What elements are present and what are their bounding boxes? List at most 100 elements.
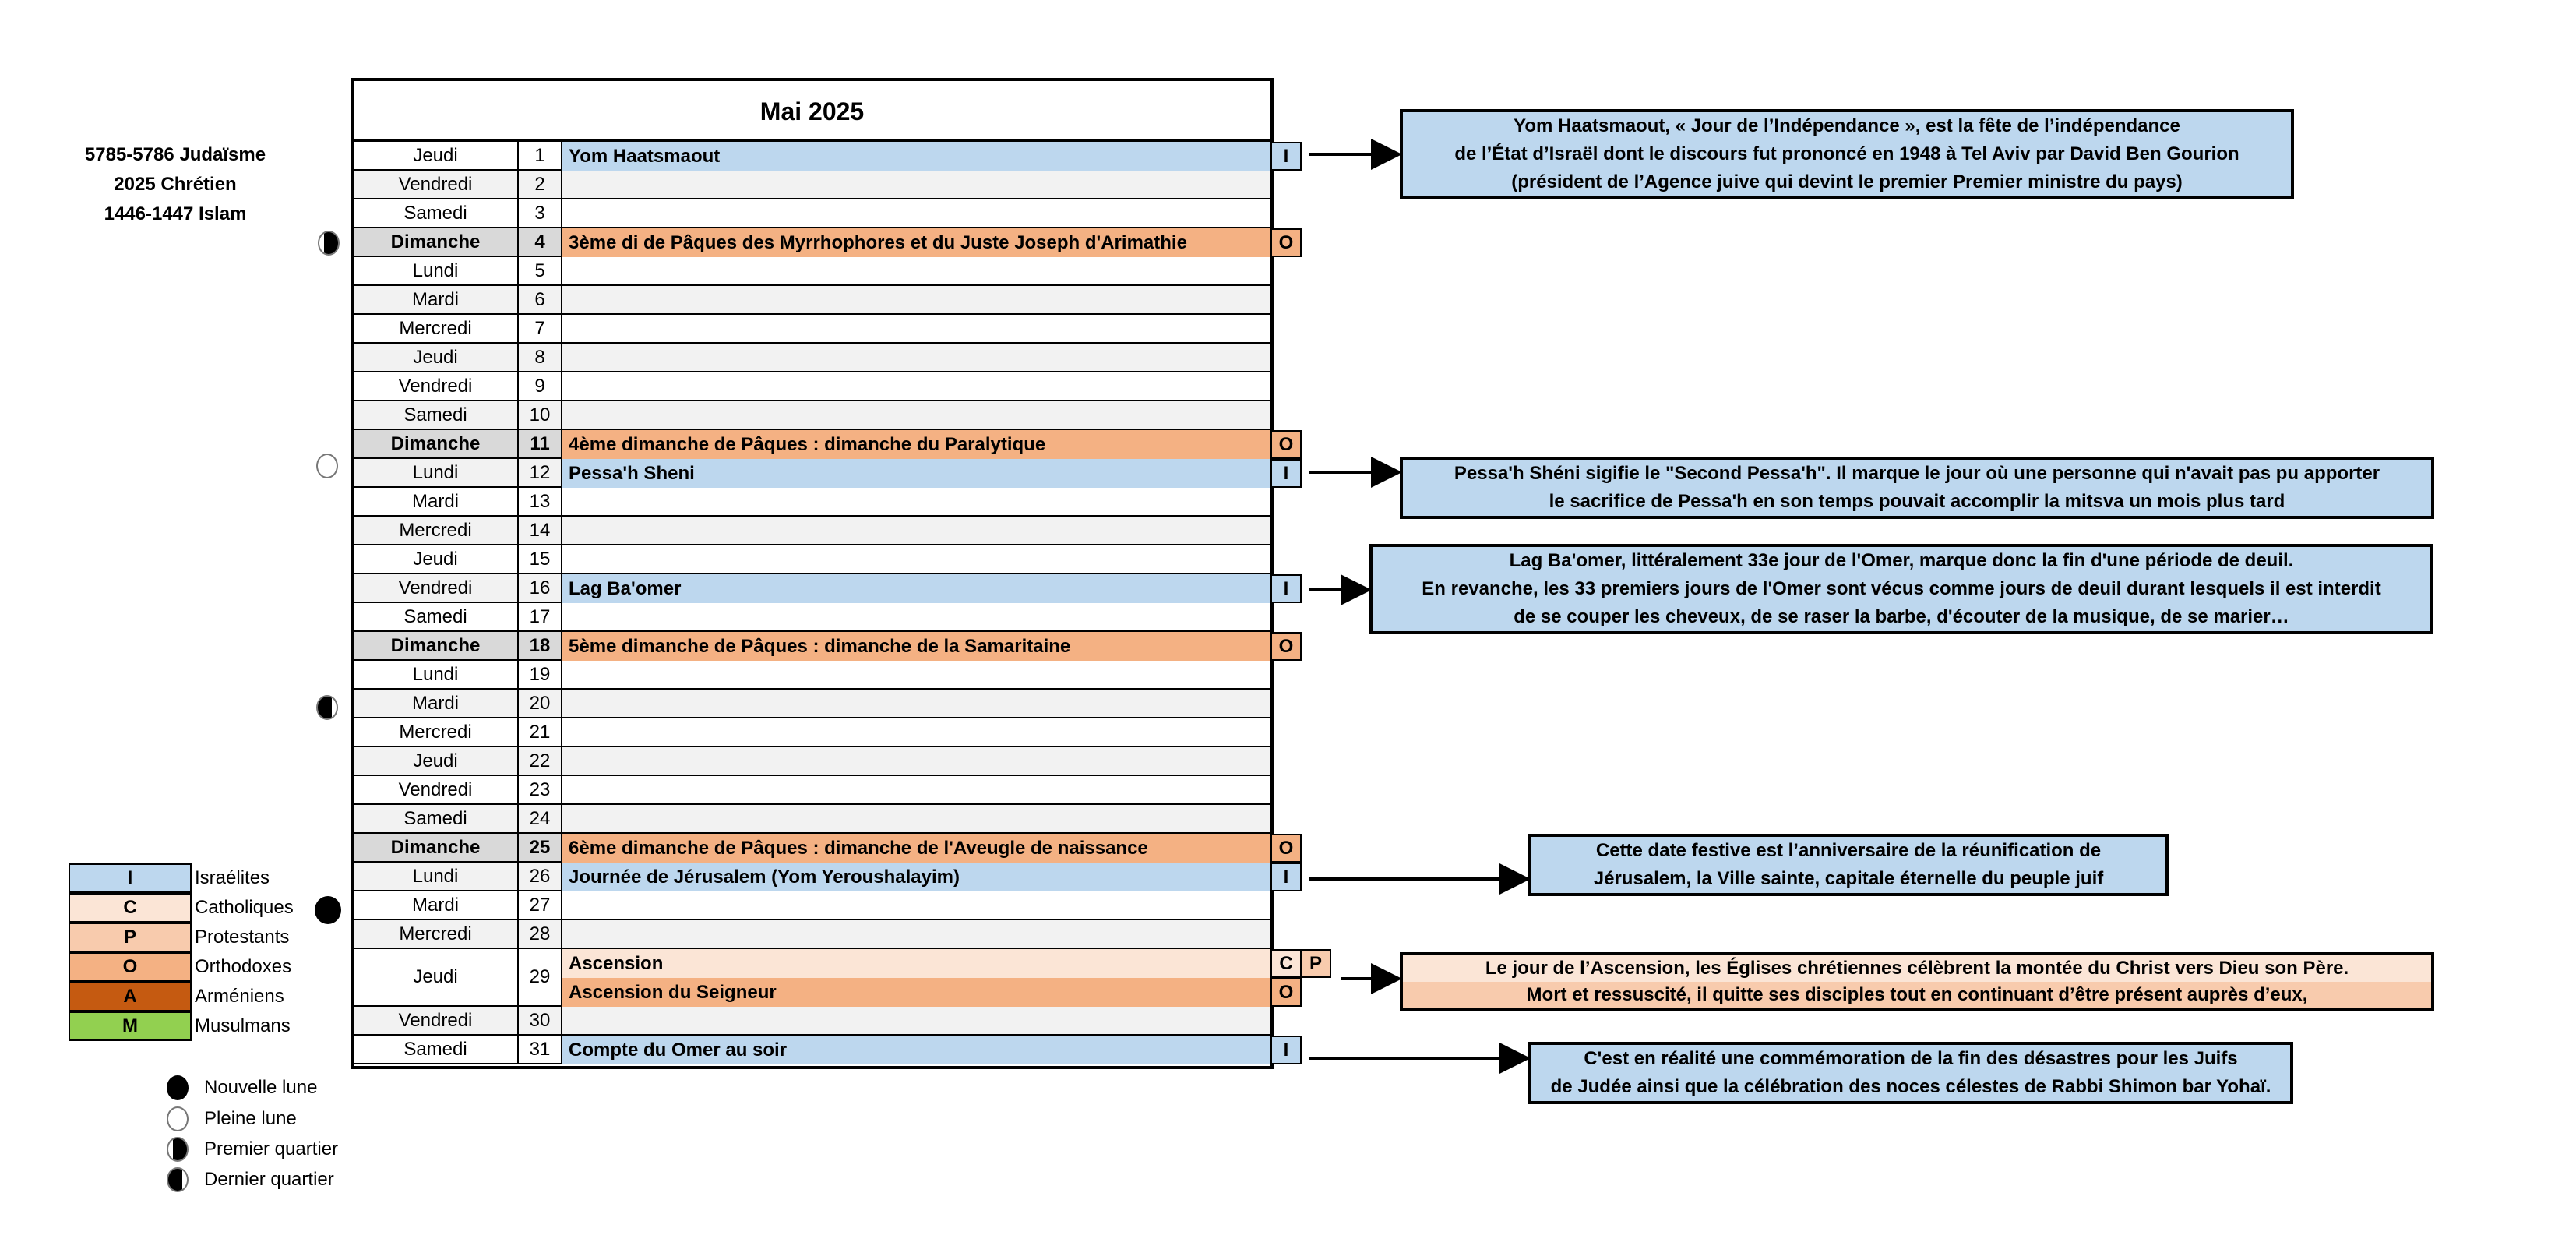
event-cell: 6ème dimanche de Pâques : dimanche de l'… xyxy=(562,834,1270,863)
community-tag: I xyxy=(1270,1036,1302,1064)
note-line: Cette date festive est l’anniversaire de… xyxy=(1595,840,2102,861)
day-name: Mercredi xyxy=(354,718,519,746)
day-name: Jeudi xyxy=(354,949,519,1005)
event-cell: 4ème dimanche de Pâques : dimanche du Pa… xyxy=(562,430,1270,459)
note-lag-baomer: Lag Ba'omer, littéralement 33e jour de l… xyxy=(1369,544,2433,634)
event-label: Ascension xyxy=(562,949,1270,978)
day-number: 22 xyxy=(519,747,562,775)
event-cell xyxy=(562,920,1270,948)
event-cell: Journée de Jérusalem (Yom Yeroushalayim) xyxy=(562,863,1270,891)
event-cell xyxy=(562,603,1270,630)
event-cell xyxy=(562,257,1270,284)
day-name: Mardi xyxy=(354,488,519,515)
first-quarter-moon-icon xyxy=(167,1137,189,1162)
day-name: Jeudi xyxy=(354,344,519,371)
legend-label: Catholiques xyxy=(195,897,294,918)
note-line: (président de l’Agence juive qui devint … xyxy=(1511,171,2183,192)
community-tag: O xyxy=(1270,632,1302,661)
day-number: 1 xyxy=(519,142,562,169)
day-name: Mercredi xyxy=(354,315,519,342)
day-number: 5 xyxy=(519,257,562,284)
event-label: 4ème dimanche de Pâques : dimanche du Pa… xyxy=(562,430,1270,459)
day-name: Lundi xyxy=(354,257,519,284)
event-cell xyxy=(562,661,1270,688)
day-name: Mardi xyxy=(354,690,519,717)
event-cell xyxy=(562,344,1270,371)
last-quarter-moon-icon xyxy=(167,1167,189,1192)
day-name: Vendredi xyxy=(354,171,519,198)
day-number: 17 xyxy=(519,603,562,630)
event-cell: 3ème di de Pâques des Myrrhophores et du… xyxy=(562,228,1270,257)
moon-legend-label: Pleine lune xyxy=(204,1108,297,1129)
note-pessah-sheni: Pessa'h Shéni sigifie le "Second Pessa'h… xyxy=(1400,457,2434,519)
day-name: Lundi xyxy=(354,863,519,890)
day-number: 7 xyxy=(519,315,562,342)
day-number: 3 xyxy=(519,199,562,227)
event-cell xyxy=(562,199,1270,227)
day-name: Samedi xyxy=(354,1036,519,1063)
event-cell: Pessa'h Sheni xyxy=(562,459,1270,488)
event-cell xyxy=(562,315,1270,342)
event-cell xyxy=(562,718,1270,746)
legend-code: I xyxy=(69,863,192,893)
community-tag: P xyxy=(1300,949,1331,978)
day-name: Jeudi xyxy=(354,142,519,169)
day-number: 11 xyxy=(519,430,562,457)
last-quarter-moon-icon xyxy=(316,695,338,720)
day-name: Mardi xyxy=(354,286,519,313)
day-number: 28 xyxy=(519,920,562,948)
event-cell xyxy=(562,372,1270,400)
day-name: Mercredi xyxy=(354,920,519,948)
event-label: Compte du Omer au soir xyxy=(562,1036,1270,1064)
day-number: 26 xyxy=(519,863,562,890)
day-name: Mardi xyxy=(354,891,519,919)
new-moon-icon xyxy=(315,896,341,924)
day-number: 14 xyxy=(519,517,562,544)
year-christian: 2025 Chrétien xyxy=(114,174,237,195)
day-name: Dimanche xyxy=(354,430,519,457)
note-jerusalem: Cette date festive est l’anniversaire de… xyxy=(1528,834,2169,896)
community-tag: I xyxy=(1270,863,1302,891)
day-name: Dimanche xyxy=(354,228,519,256)
moon-legend-full: Pleine lune xyxy=(167,1103,463,1135)
day-name: Jeudi xyxy=(354,545,519,573)
day-number: 30 xyxy=(519,1007,562,1034)
day-number: 16 xyxy=(519,574,562,602)
event-label: Pessa'h Sheni xyxy=(562,459,1270,488)
day-number: 21 xyxy=(519,718,562,746)
event-label: 3ème di de Pâques des Myrrhophores et du… xyxy=(562,228,1270,257)
calendar-title: Mai 2025 xyxy=(354,81,1270,142)
community-tag: O xyxy=(1270,228,1302,257)
day-number: 8 xyxy=(519,344,562,371)
day-name: Samedi xyxy=(354,199,519,227)
day-number: 10 xyxy=(519,401,562,429)
day-name: Samedi xyxy=(354,805,519,832)
legend-label: Protestants xyxy=(195,926,290,948)
note-line: C'est en réalité une commémoration de la… xyxy=(1584,1048,2238,1069)
day-number: 6 xyxy=(519,286,562,313)
legend-label: Israélites xyxy=(195,867,270,888)
event-cell: Compte du Omer au soir xyxy=(562,1036,1270,1064)
event-cell xyxy=(562,545,1270,573)
note-yom-haatsmaout: Yom Haatsmaout, « Jour de l’Indépendance… xyxy=(1400,109,2294,199)
